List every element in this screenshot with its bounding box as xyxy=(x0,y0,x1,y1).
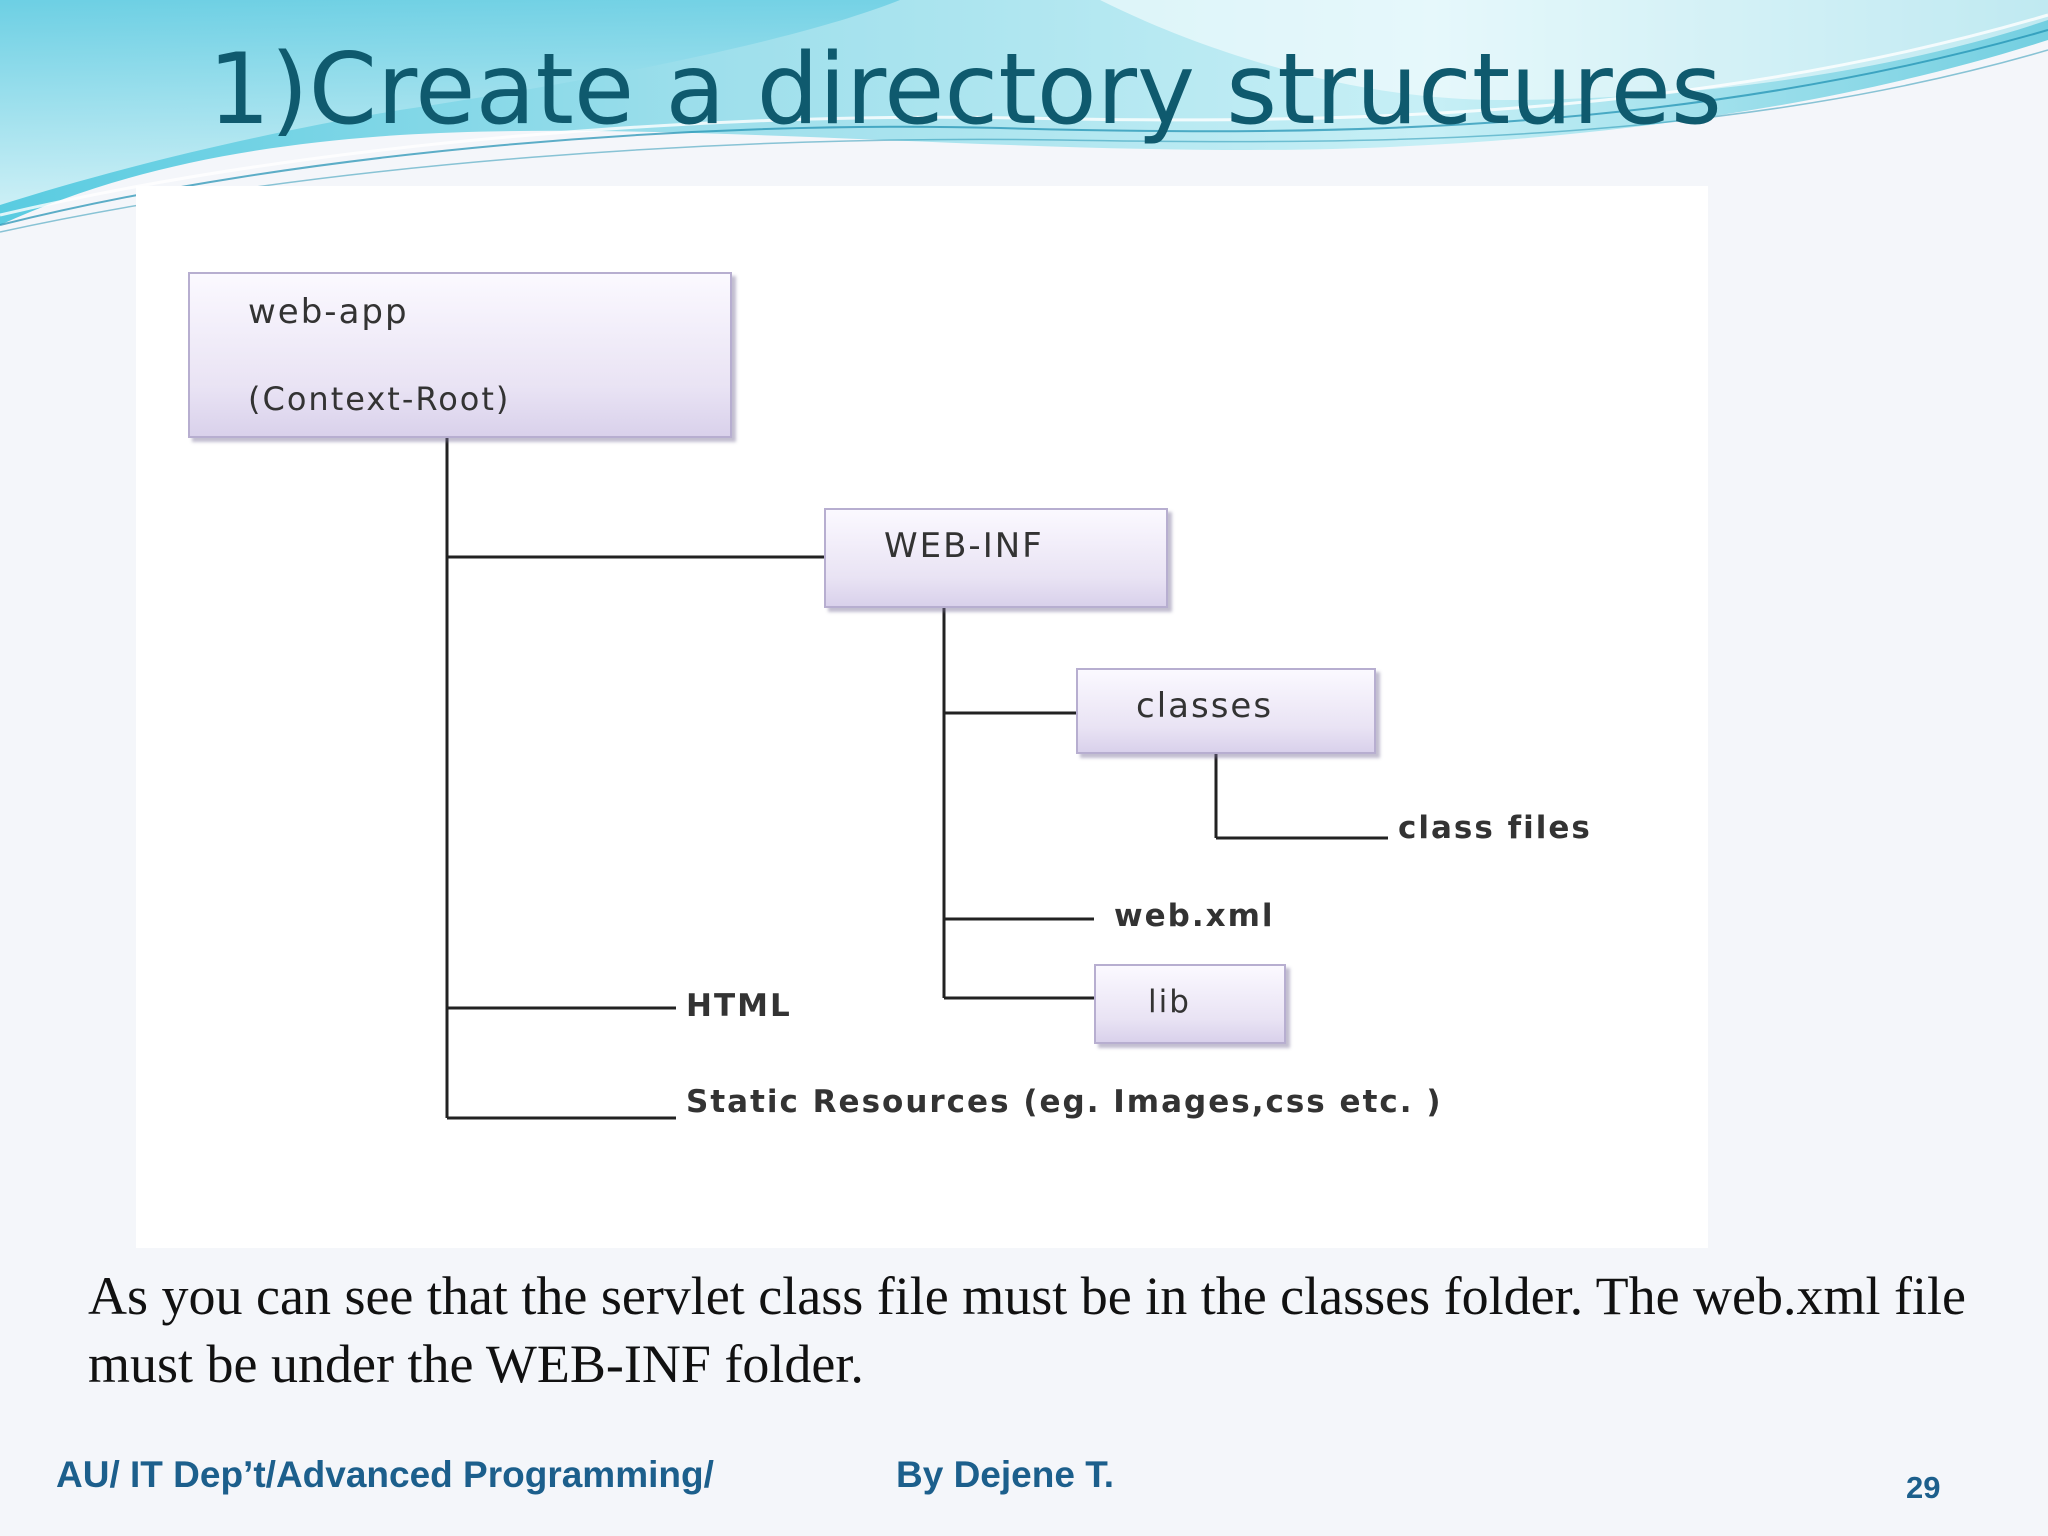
leaf-label-html: HTML xyxy=(686,988,792,1024)
page-number: 29 xyxy=(1906,1470,1941,1505)
slide-caption: As you can see that the servlet class fi… xyxy=(88,1266,1966,1394)
leaf-label-class-files: class files xyxy=(1398,810,1592,846)
header-wave-decoration xyxy=(0,0,2048,233)
tree-connectors xyxy=(445,438,1388,1120)
leaf-label-web-xml: web.xml xyxy=(1114,898,1275,934)
directory-tree-diagram: web-app (Context-Root) WEB-INF classes l… xyxy=(136,186,1708,1248)
folder-label-web-inf: WEB-INF xyxy=(884,526,1044,566)
folder-box-web-app: web-app (Context-Root) xyxy=(188,272,732,438)
folder-label-lib: lib xyxy=(1148,984,1191,1020)
footer-author: By Dejene T. xyxy=(896,1454,1114,1495)
leaf-label-static-resources: Static Resources (eg. Images,css etc. ) xyxy=(686,1084,1443,1120)
footer-course: AU/ IT Dep’t/Advanced Programming/ xyxy=(56,1454,714,1495)
folder-box-lib: lib xyxy=(1094,964,1286,1044)
folder-label-web-app: web-app xyxy=(248,292,409,332)
folder-label-context-root: (Context-Root) xyxy=(248,380,511,418)
folder-label-classes: classes xyxy=(1136,686,1274,726)
folder-box-web-inf: WEB-INF xyxy=(824,508,1168,608)
folder-box-classes: classes xyxy=(1076,668,1376,754)
slide-title: 1)Create a directory structures xyxy=(208,33,1722,147)
